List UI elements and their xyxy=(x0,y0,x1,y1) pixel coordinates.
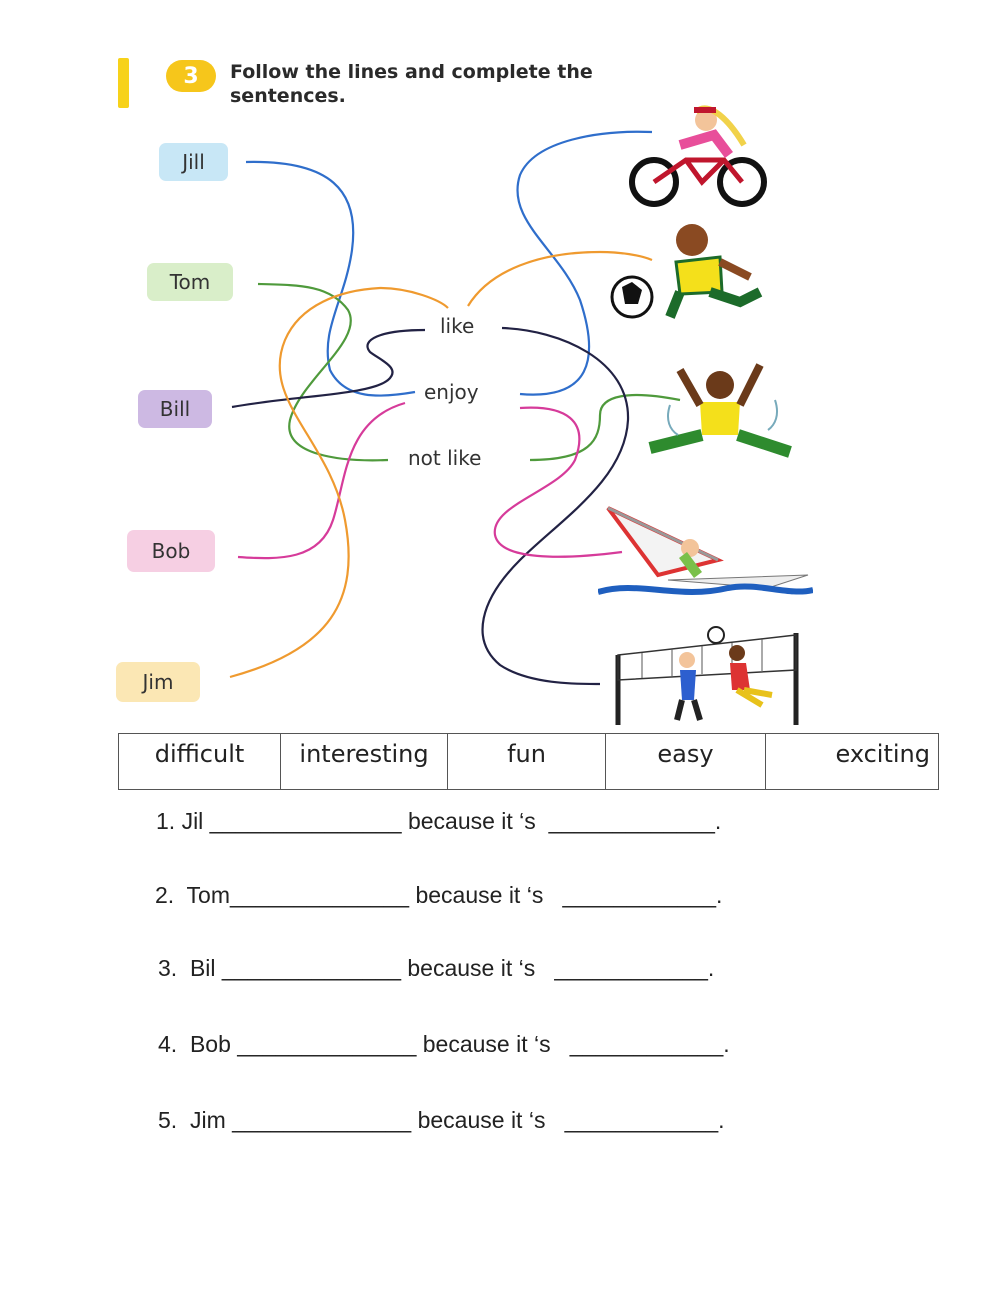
word-bank-table: difficult interesting fun easy exciting xyxy=(118,733,939,790)
word-bank-cell: fun xyxy=(447,733,606,790)
verb-like: like xyxy=(440,314,475,338)
sentence-5: 5. Jim ______________ because it ‘s ____… xyxy=(158,1107,725,1133)
bob-line xyxy=(237,401,406,560)
word-bank-cell: interesting xyxy=(280,733,448,790)
volleyball-icon xyxy=(615,626,799,725)
name-tag-jim: Jim xyxy=(116,662,200,702)
boy-jumping-icon xyxy=(648,363,792,458)
bill-line xyxy=(231,328,426,409)
name-tag-jill: Jill xyxy=(159,143,228,181)
yellow-margin-bar xyxy=(118,58,129,108)
bob-line-2 xyxy=(493,406,623,558)
tom-line xyxy=(257,282,389,462)
girl-cycling-icon xyxy=(629,105,767,207)
name-tag-bill: Bill xyxy=(138,390,212,428)
sentence-2: 2. Tom______________ because it ‘s _____… xyxy=(155,882,723,908)
jill-line-2 xyxy=(516,130,653,396)
name-tag-bob: Bob xyxy=(127,530,215,572)
boy-football-icon xyxy=(610,224,763,319)
verb-not-like: not like xyxy=(408,446,482,470)
word-bank-cell: easy xyxy=(605,733,766,790)
sentence-3: 3. Bil ______________ because it ‘s ____… xyxy=(158,955,715,981)
verb-enjoy: enjoy xyxy=(424,380,479,404)
word-bank-cell: difficult xyxy=(118,733,281,790)
sentence-4: 4. Bob ______________ because it ‘s ____… xyxy=(158,1031,730,1057)
jim-line-2 xyxy=(467,250,653,307)
bill-line-2 xyxy=(481,326,630,686)
exercise-number-badge: 3 xyxy=(166,60,216,92)
sentence-1: 1. Jil _______________ because it ‘s ___… xyxy=(156,808,722,834)
matching-lines xyxy=(229,130,681,686)
tom-line-2 xyxy=(529,393,681,462)
exercise-title: Follow the lines and complete the senten… xyxy=(230,61,593,107)
name-tag-tom: Tom xyxy=(147,263,233,301)
jim-line xyxy=(229,286,449,679)
word-bank-cell: exciting xyxy=(765,733,939,790)
windsurfing-icon xyxy=(598,506,813,595)
